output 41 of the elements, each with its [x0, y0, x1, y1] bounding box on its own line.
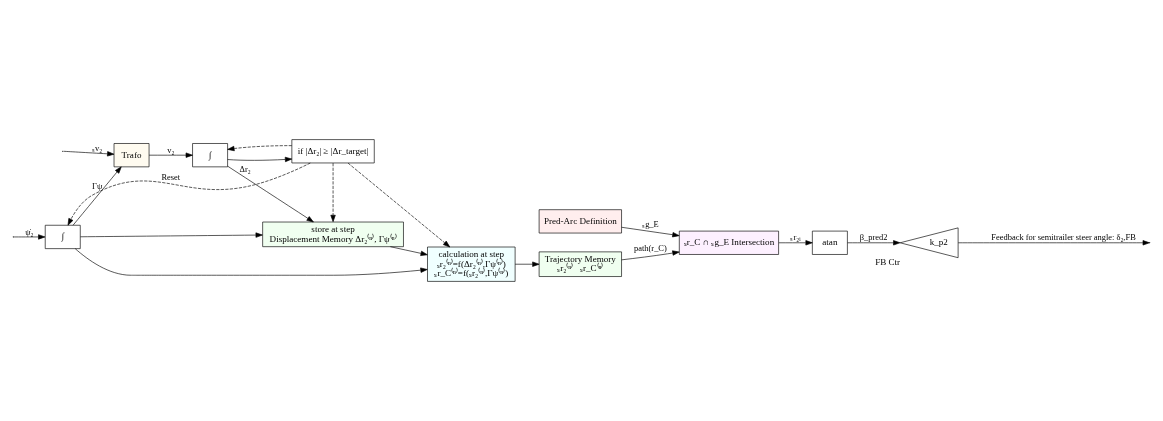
node-box: store at step Displacement Memory Δr₂⁽ⁿ⁾, Γψ⁽ⁿ⁾ [262, 221, 404, 247]
arrow [621, 250, 680, 261]
arrow [957, 240, 1150, 246]
arrow [227, 165, 314, 223]
arrow [148, 152, 193, 158]
edge-label: Γψ [92, 181, 103, 192]
arrow [390, 246, 428, 256]
arrow [227, 156, 293, 163]
edge-label: Δr₂ [239, 164, 251, 175]
arrow [847, 240, 901, 246]
node-box: atan [812, 230, 848, 255]
arrow [80, 232, 263, 238]
arrow [227, 145, 293, 152]
arrow [74, 248, 428, 276]
node-box: ₛr_C ∩ ₛg_E Intersection [679, 230, 779, 255]
node-box: Pred-Arc Definition [538, 209, 622, 234]
edge-label: ₛr₂ᵢ [790, 232, 801, 243]
arrow [330, 162, 336, 223]
node-box: Trajectory Memory ₛr₂⁽ⁿ⁾ ₛr_C⁽ⁿ⁾ [538, 251, 622, 277]
arrow [778, 240, 813, 246]
arrow [347, 162, 451, 248]
node-box: if |Δr₂| ≥ |Δr_target| [291, 139, 375, 164]
arrow [13, 234, 46, 240]
edge-label: Feedback for semitrailer steer angle: δ₂,FB [991, 232, 1136, 243]
node-label: FB Ctr [875, 256, 901, 267]
node-box: ∫ [44, 224, 81, 249]
arrow [63, 150, 115, 157]
node-box: ∫ [192, 143, 228, 168]
node-box: Trafo [113, 143, 150, 168]
edge-label: v₂ [167, 144, 175, 155]
arrow [621, 226, 680, 238]
node-box: calculation at step ₛr₂⁽ⁿ⁾=f(Δr₂⁽ⁿ⁾,Γψ⁽ⁿ⁾) ₛr_C⁽ⁿ⁾=f(ₛr₂⁽ⁿ⁾,Γψ⁽ⁿ⁾) [427, 246, 516, 282]
arrow [72, 166, 122, 226]
arrow [514, 261, 540, 267]
edge-label: β_pred2 [859, 232, 888, 243]
edge-label: ψ̇₂ [25, 226, 34, 237]
edge-label: path(r_C) [634, 243, 667, 254]
edge-label: ₛg_E [642, 218, 659, 229]
edge-label: ₛv₂ [92, 142, 103, 153]
arrow [67, 162, 311, 226]
edge-label: Reset [161, 172, 181, 183]
